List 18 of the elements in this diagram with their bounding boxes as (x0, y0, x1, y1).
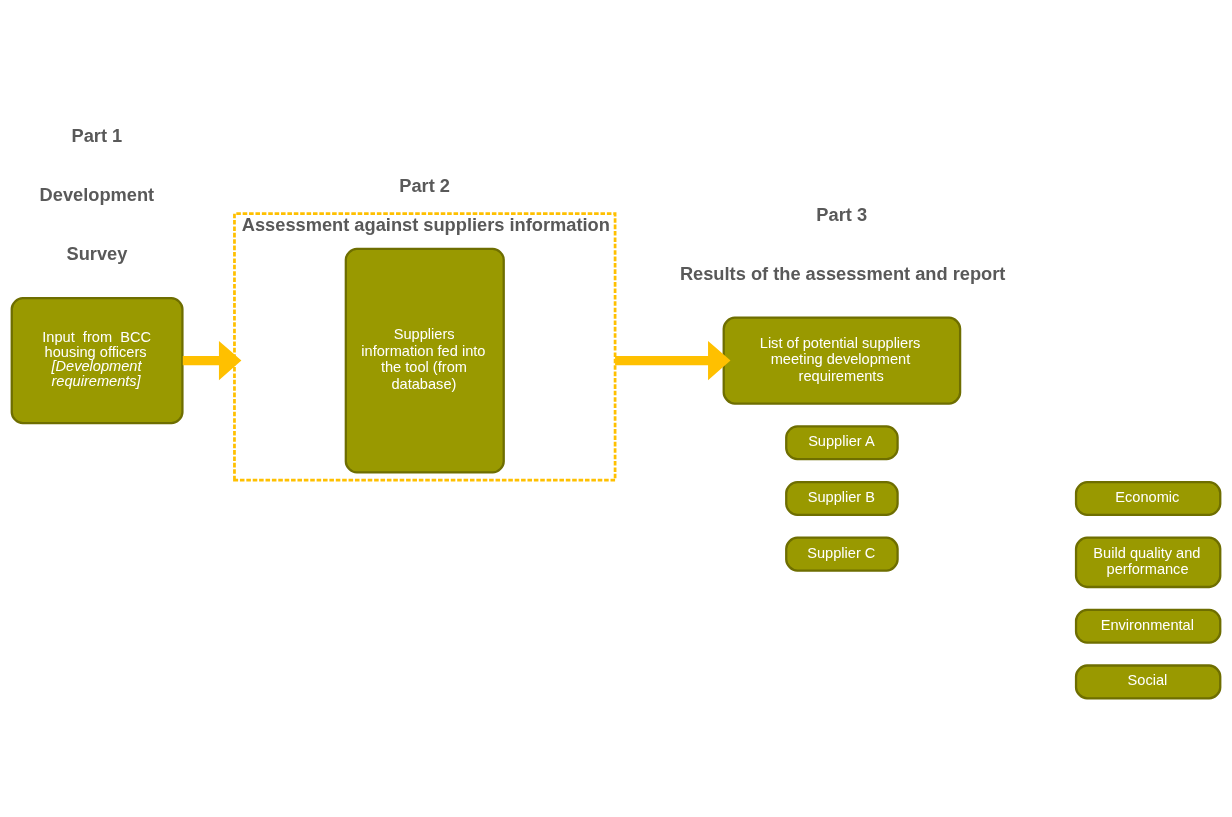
node-box: Supplier C (785, 536, 899, 572)
label: Part 2 (399, 174, 450, 196)
arrow (182, 340, 242, 380)
label: Part 1 (71, 124, 123, 146)
node-box: Economic (1074, 480, 1222, 516)
label: Part 3 (816, 203, 868, 225)
label: Results of the assessment and report (679, 262, 1006, 284)
node-box: List of potential suppliers meeting development requirements (722, 316, 962, 405)
label: Development (39, 183, 155, 205)
node-box: Social (1074, 663, 1222, 699)
node-box: Supplier B (785, 480, 899, 516)
arrow (615, 340, 731, 380)
node-box: Input from BCC housing officers [Development requirements] (10, 296, 184, 424)
node-box: Environmental (1074, 608, 1222, 644)
node-box: Build quality and performance (1074, 536, 1222, 588)
node-box: Supplier A (785, 424, 899, 460)
node-box: Suppliers information fed into the tool (from database) (344, 247, 505, 474)
label: Survey (66, 242, 128, 264)
